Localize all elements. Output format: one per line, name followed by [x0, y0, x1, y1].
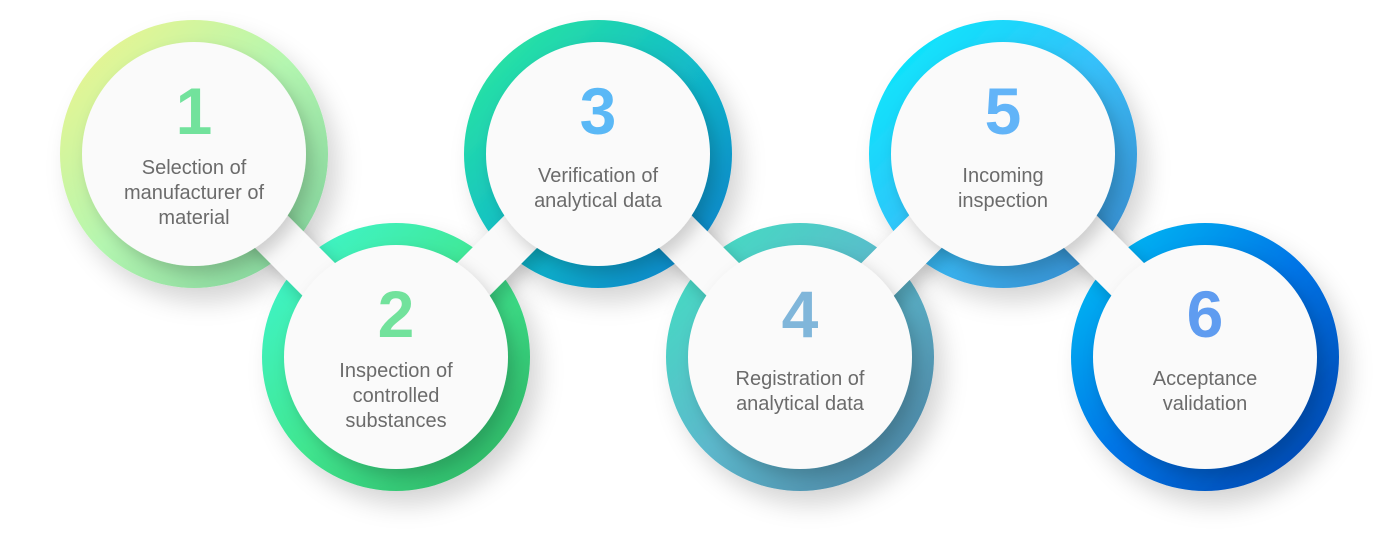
step-label-line: substances: [345, 410, 446, 432]
step-number: 1: [176, 74, 213, 148]
step-circle: [82, 42, 306, 266]
step-label-line: material: [158, 207, 229, 229]
step-number: 5: [985, 74, 1022, 148]
step-label-line: Inspection of: [339, 360, 453, 382]
step-circle: [486, 42, 710, 266]
step-label-line: inspection: [958, 190, 1048, 212]
step-label-line: validation: [1163, 393, 1248, 415]
step-number: 2: [378, 277, 415, 351]
step-label-line: Verification of: [538, 165, 659, 187]
step-label-line: analytical data: [736, 393, 865, 415]
step-circle: [891, 42, 1115, 266]
step-label-line: analytical data: [534, 190, 663, 212]
step-label-line: manufacturer of: [124, 182, 265, 204]
step-number: 6: [1187, 277, 1224, 351]
step-label-line: controlled: [353, 385, 440, 407]
step-circle: [688, 245, 912, 469]
step-number: 4: [782, 277, 819, 351]
step-circle: [284, 245, 508, 469]
step-label-line: Selection of: [142, 157, 247, 179]
step-circle: [1093, 245, 1317, 469]
step-label-line: Registration of: [736, 368, 865, 390]
step-number: 3: [580, 74, 617, 148]
step-label-line: Acceptance: [1153, 368, 1258, 390]
step-label-line: Incoming: [962, 165, 1043, 187]
